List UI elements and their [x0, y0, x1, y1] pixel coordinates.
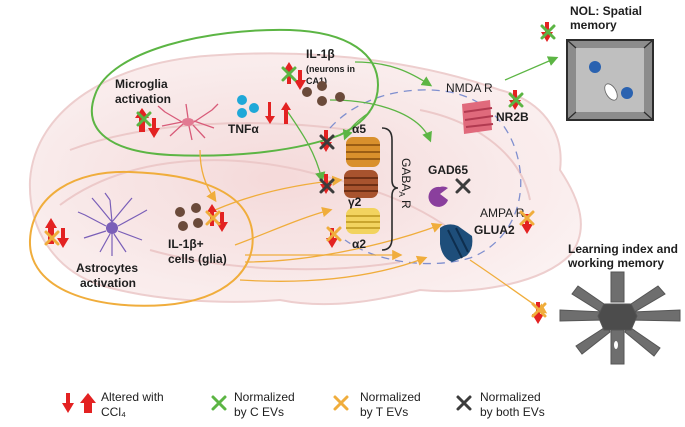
- gamma2-label: γ2: [348, 195, 362, 209]
- tnf-molecules-icon: [237, 95, 259, 118]
- dark-x-icon: [319, 134, 471, 194]
- legend-c-evs-label: Normalized by C EVs: [234, 390, 298, 419]
- nol-label: NOL: Spatial memory: [570, 4, 645, 32]
- glia-cells-icon: [175, 203, 203, 231]
- alpha5-label: α5: [352, 122, 366, 136]
- microglia-cell-icon: [157, 103, 219, 141]
- astrocytes-region: [28, 170, 254, 307]
- radial-maze-icon: [559, 271, 681, 365]
- orange-x-icon: [44, 210, 547, 318]
- legend-green-x-icon: [211, 395, 227, 411]
- nr2b-label: NR2B: [496, 110, 529, 124]
- legend-orange-x-icon: [333, 395, 349, 411]
- astrocytes-label: Astrocytes activation: [76, 261, 141, 290]
- learning-label: Learning index and working memory: [567, 242, 681, 270]
- green-x-icon: [136, 24, 556, 127]
- gaba-subunit-alpha5: [346, 137, 380, 167]
- green-arrows: [284, 56, 559, 183]
- gaba-subunit-gamma2: [344, 170, 378, 198]
- il1b-subtitle: (neurons in CA1): [306, 64, 358, 86]
- nmda-receptor-icon: [462, 100, 494, 134]
- gaba-subunit-alpha2: [346, 208, 380, 234]
- nmda-label: NMDA R: [446, 81, 493, 95]
- gaba-a-receptor-label: GABAA R: [397, 158, 413, 209]
- il1b-glia-label: IL-1β+ cells (glia): [168, 237, 227, 266]
- gaba-bracket: [381, 127, 399, 251]
- ampa-label: AMPA R: [480, 206, 525, 220]
- legend-t-evs-label: Normalized by T EVs: [360, 390, 424, 419]
- il1b-cells-icon: [302, 81, 345, 106]
- astrocyte-cell-icon: [77, 192, 148, 256]
- legend-red-arrows-icon: [62, 393, 96, 413]
- tnf-label: TNFα: [228, 122, 259, 136]
- legend-altered-label: Altered with CCl₄: [101, 390, 167, 419]
- gad65-label: GAD65: [428, 163, 468, 177]
- microglia-region: [90, 28, 380, 157]
- arena-icon: [566, 39, 654, 121]
- glua2-label: GLUA2: [474, 223, 515, 237]
- alpha2-label: α2: [352, 237, 366, 251]
- legend-dark-x-icon: [456, 395, 472, 411]
- microglia-label: Microglia activation: [115, 77, 171, 106]
- legend-both-evs-label: Normalized by both EVs: [480, 390, 545, 419]
- legend: Altered with CCl₄ Normalized by C EVs No…: [62, 390, 545, 419]
- il1b-title: IL-1β: [306, 47, 335, 61]
- ampa-receptor-icon: [440, 224, 473, 262]
- gad65-pacman-icon: [428, 186, 448, 207]
